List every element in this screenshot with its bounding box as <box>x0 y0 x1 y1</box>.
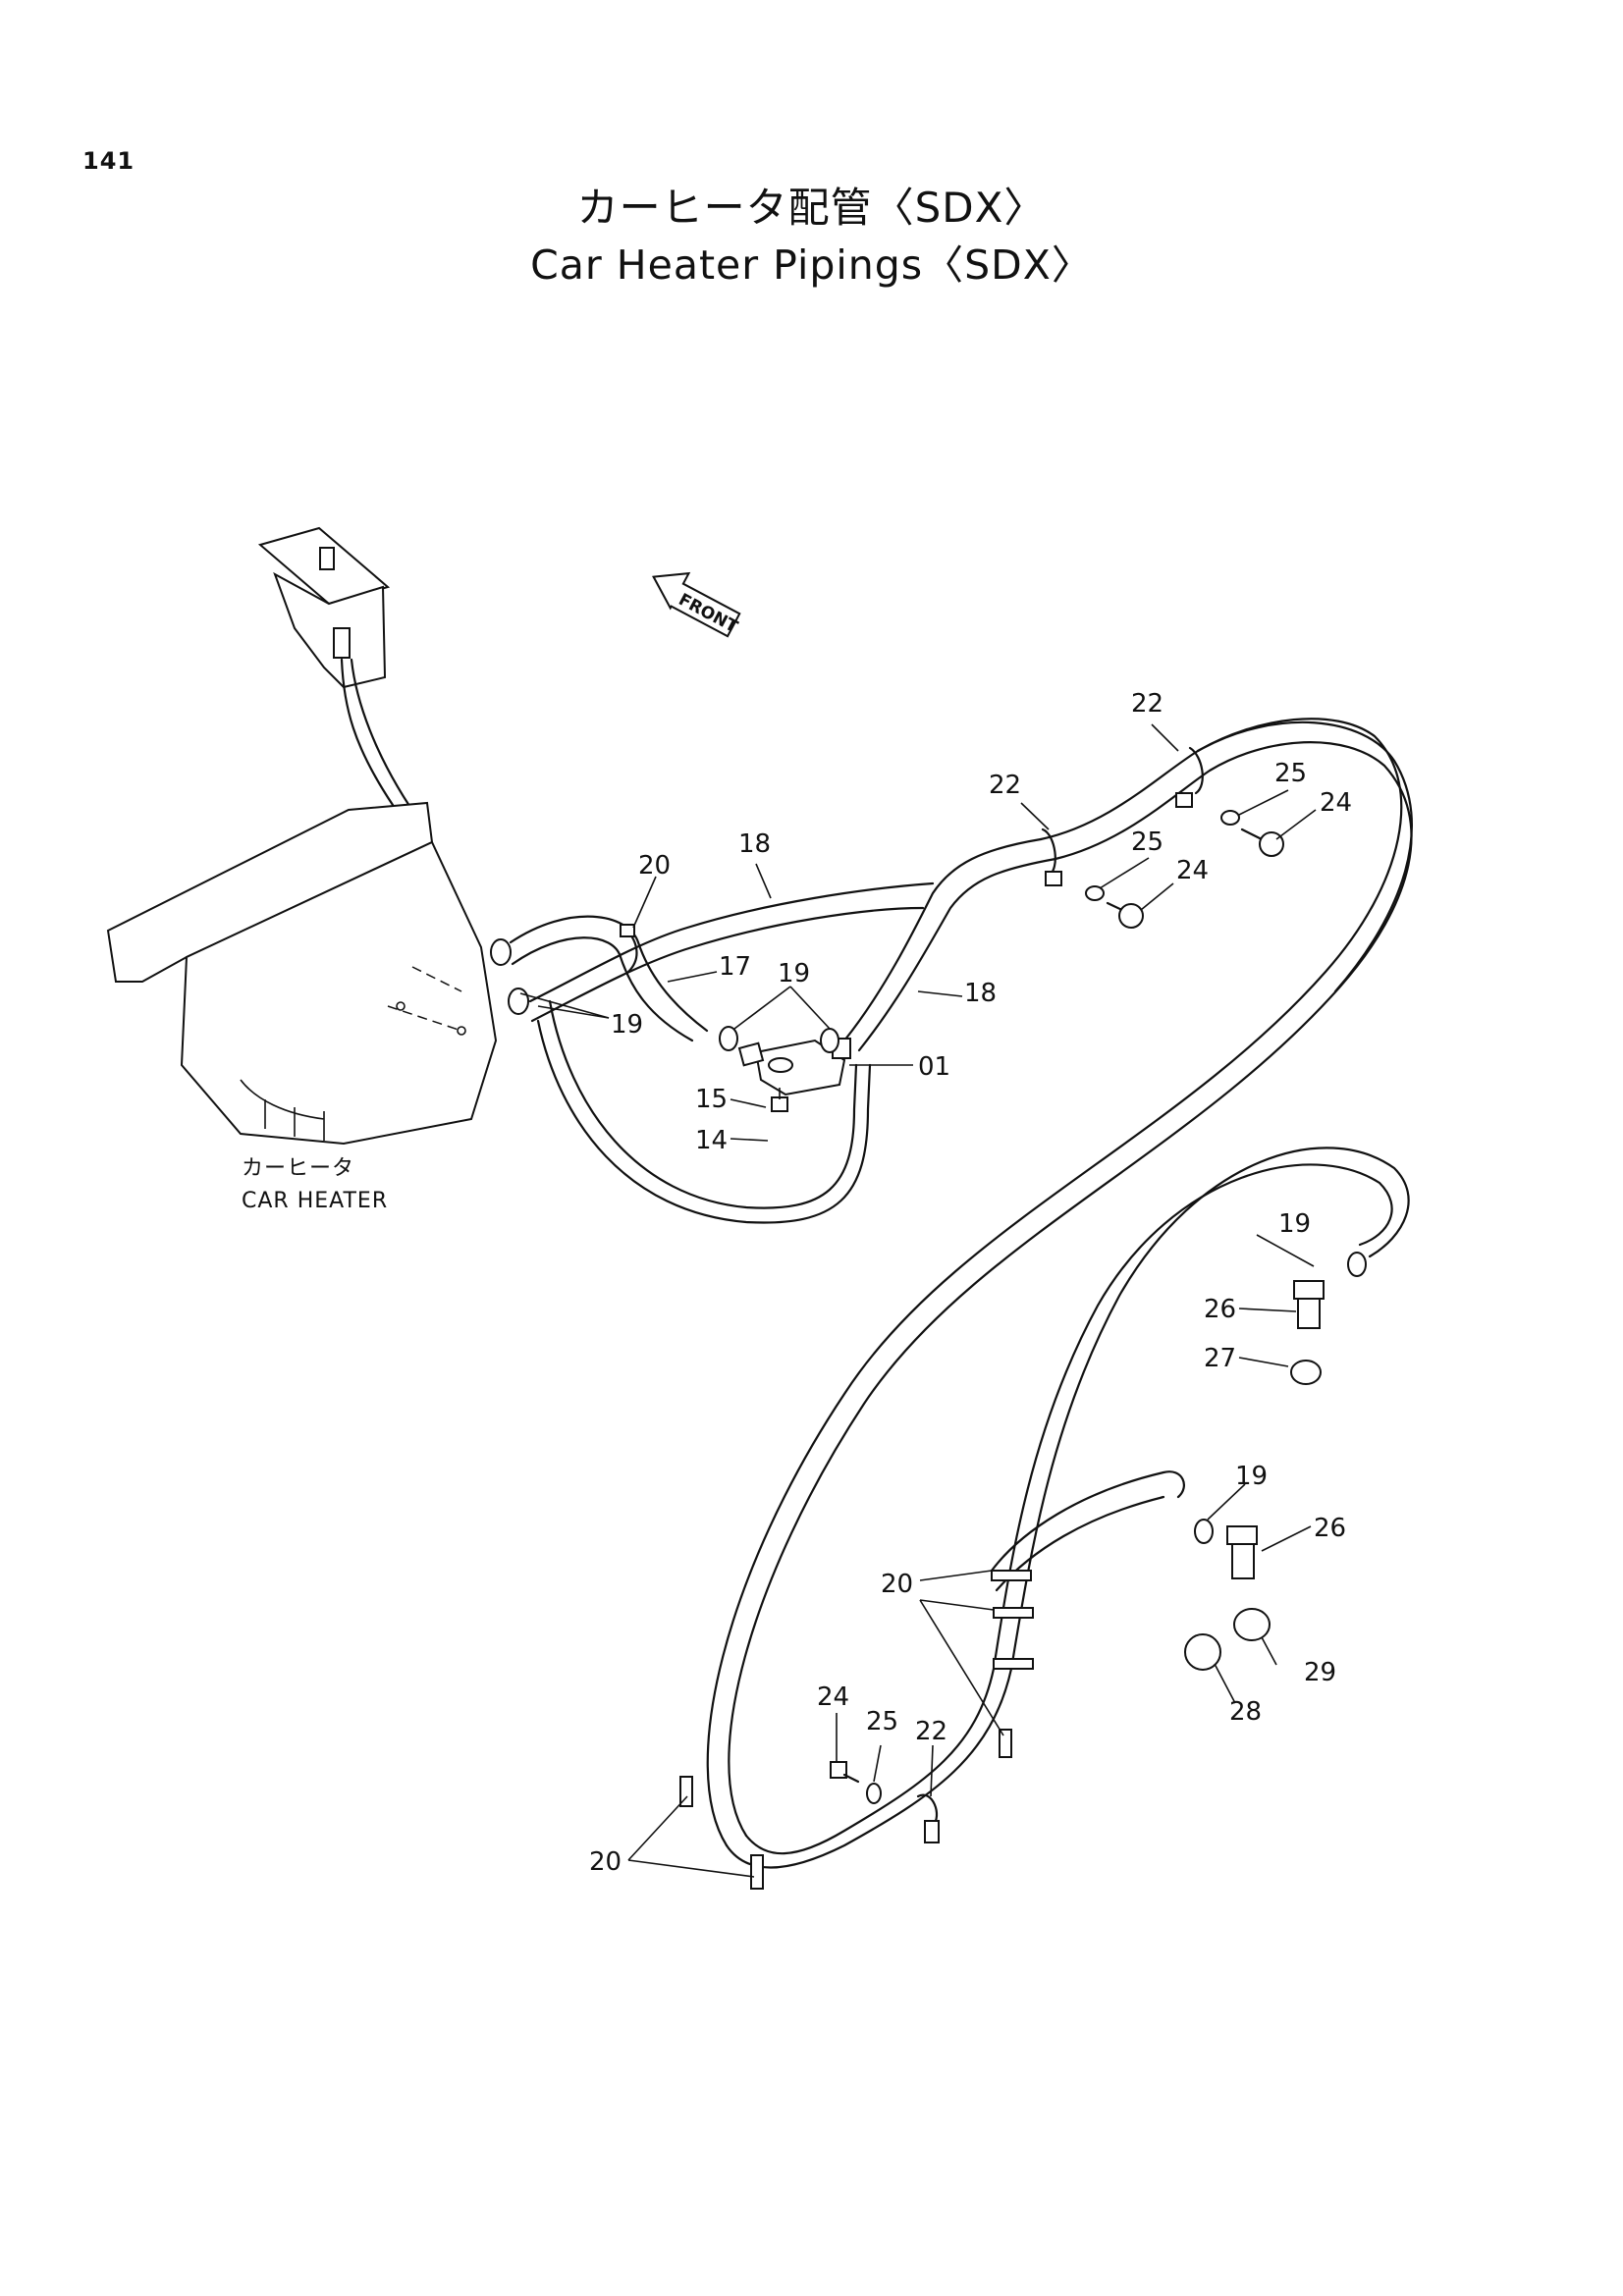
car-heater-label-en: CAR HEATER <box>242 1189 388 1213</box>
callout-14: 14 <box>695 1126 728 1155</box>
callout-19-lower: 19 <box>1235 1462 1268 1491</box>
hose-18-upper <box>528 881 935 1003</box>
hose-18-right <box>842 837 1043 1042</box>
hose-18-right-b <box>857 857 1057 1052</box>
hose-17-b <box>511 936 694 1042</box>
callout-24-lower: 24 <box>817 1682 849 1712</box>
washer-25-lower <box>866 1783 882 1804</box>
title-english: Car Heater Pipings〈SDX〉 <box>530 241 1093 289</box>
bolt-24-lower <box>830 1761 860 1784</box>
callout-26-lower: 26 <box>1314 1514 1346 1543</box>
washer-25-upper-b <box>1085 885 1105 901</box>
callout-19-heater: 19 <box>611 1010 643 1040</box>
callout-24-upper-b: 24 <box>1176 856 1209 885</box>
callout-15: 15 <box>695 1085 728 1114</box>
car-heater-label-jp: カーヒータ <box>242 1156 354 1181</box>
bolt-24-upper-b <box>1106 901 1144 929</box>
bolt-14 <box>771 1088 788 1112</box>
long-hose-upper-c <box>1196 721 1413 993</box>
hose-17 <box>509 915 709 1033</box>
washer-25-upper-a <box>1220 810 1240 826</box>
lower-hose-b <box>744 1163 1393 1855</box>
control-cable <box>340 658 395 807</box>
callout-29: 29 <box>1304 1658 1336 1687</box>
plug-27 <box>1290 1360 1322 1385</box>
callout-27: 27 <box>1204 1344 1236 1373</box>
bolt-24-upper-a <box>1240 828 1284 857</box>
control-cable-2 <box>350 658 424 827</box>
clamp-20-top <box>620 924 638 974</box>
page-number: 141 <box>82 147 135 175</box>
hose-18-upper-b <box>530 906 925 1023</box>
callout-20-top: 20 <box>638 851 671 881</box>
clamps-20-lower <box>679 1570 1034 1890</box>
callout-28: 28 <box>1229 1697 1262 1727</box>
title-japanese: カーヒータ配管〈SDX〉 <box>576 184 1047 232</box>
heater-pipe-fittings <box>490 938 529 1015</box>
callout-22-top-left: 22 <box>989 771 1021 800</box>
hose-clamps-19 <box>719 1026 1367 1544</box>
callout-19-right: 19 <box>1278 1209 1311 1239</box>
drain-hose <box>548 999 858 1209</box>
callout-20-bottom: 20 <box>589 1847 622 1877</box>
callout-25-upper-b: 25 <box>1131 828 1163 857</box>
lower-hose-a <box>725 1147 1410 1869</box>
fitting-28 <box>1184 1633 1221 1671</box>
car-heater-unit <box>106 801 498 1146</box>
drain-hose-b <box>536 1019 872 1224</box>
callout-22-lower: 22 <box>915 1717 947 1746</box>
lower-branch-hose <box>990 1470 1185 1573</box>
callout-24-upper-a: 24 <box>1320 788 1352 818</box>
callout-26-upper: 26 <box>1204 1295 1236 1324</box>
callout-18-top: 18 <box>738 829 771 859</box>
callout-22-top-right: 22 <box>1131 689 1163 719</box>
callout-25-upper-a: 25 <box>1274 759 1307 788</box>
washer-15 <box>768 1057 793 1073</box>
heater-control-box <box>257 526 391 689</box>
callout-19-valve: 19 <box>778 959 810 988</box>
callout-18-right: 18 <box>964 979 997 1008</box>
callout-17: 17 <box>719 952 751 982</box>
drain-cock-26-lower <box>1226 1525 1258 1579</box>
clamps-22-upper <box>1041 746 1204 886</box>
front-arrow: FRONT <box>652 571 741 638</box>
fitting-29 <box>1233 1608 1271 1641</box>
callout-labels: 20 18 17 19 18 01 15 14 19 22 22 25 24 2… <box>589 689 1352 1877</box>
clamp-22-lower <box>916 1793 940 1843</box>
water-valve-01 <box>737 1038 851 1096</box>
leader-lines <box>519 723 1317 1878</box>
callout-01: 01 <box>918 1052 950 1082</box>
drain-cock-26-upper <box>1293 1280 1325 1329</box>
callout-25-lower: 25 <box>866 1707 898 1736</box>
callout-20-middle: 20 <box>881 1570 913 1599</box>
